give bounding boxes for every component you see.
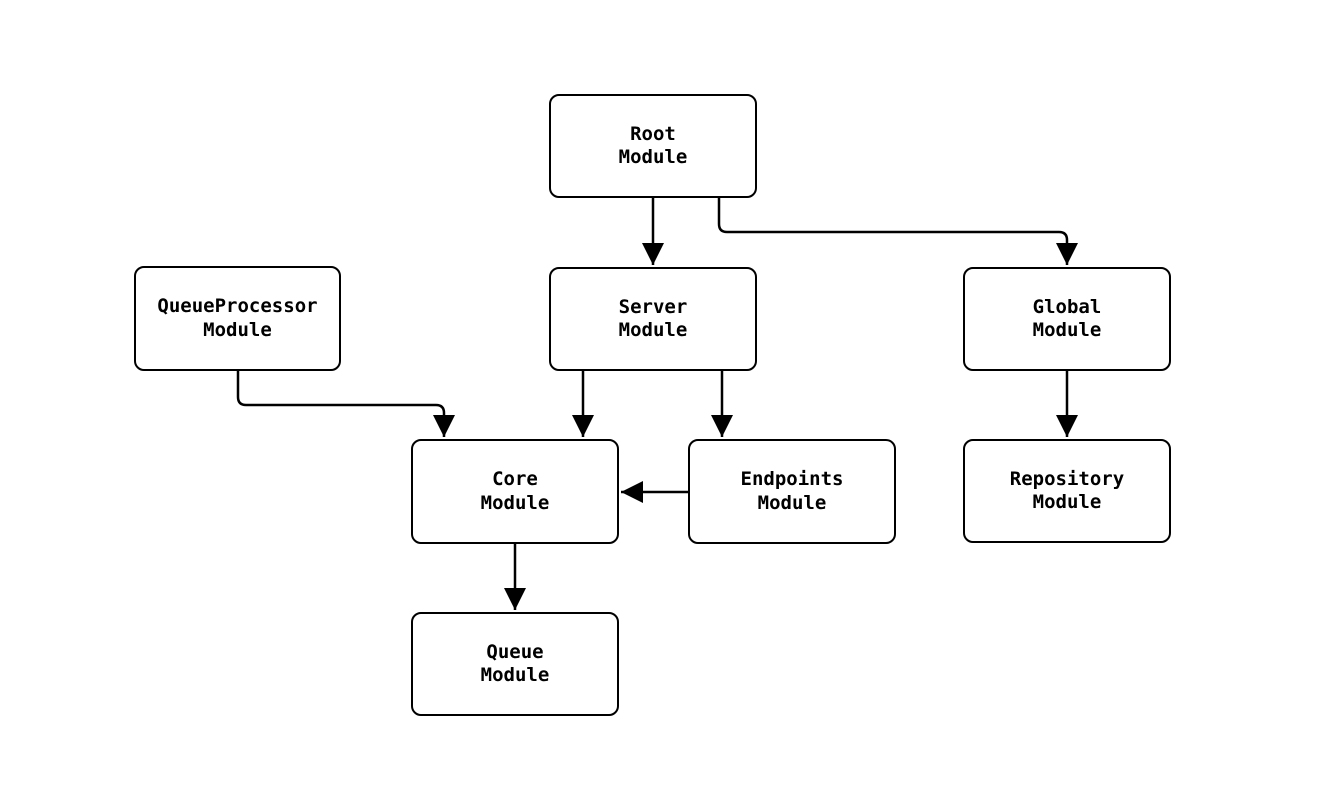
node-endpoints-module: Endpoints Module (688, 439, 896, 544)
edge-root-to-global (717, 198, 1078, 265)
node-core-module-label: Core Module (480, 468, 550, 514)
node-queue-module: Queue Module (411, 612, 619, 716)
node-queueprocessor-module: QueueProcessor Module (134, 266, 341, 371)
node-root-module-label: Root Module (618, 122, 688, 168)
node-core-module: Core Module (411, 439, 619, 544)
node-queueprocessor-module-label: QueueProcessor Module (157, 295, 318, 341)
node-root-module: Root Module (549, 94, 757, 198)
node-repository-module-label: Repository Module (1009, 467, 1125, 513)
node-server-module-label: Server Module (618, 295, 688, 341)
node-server-module: Server Module (549, 267, 757, 371)
node-global-module: Global Module (963, 267, 1171, 371)
node-queue-module-label: Queue Module (480, 640, 550, 686)
node-endpoints-module-label: Endpoints Module (740, 468, 844, 514)
node-repository-module: Repository Module (963, 439, 1171, 543)
edge-queueprocessor-to-core (236, 371, 455, 437)
node-global-module-label: Global Module (1032, 295, 1102, 341)
